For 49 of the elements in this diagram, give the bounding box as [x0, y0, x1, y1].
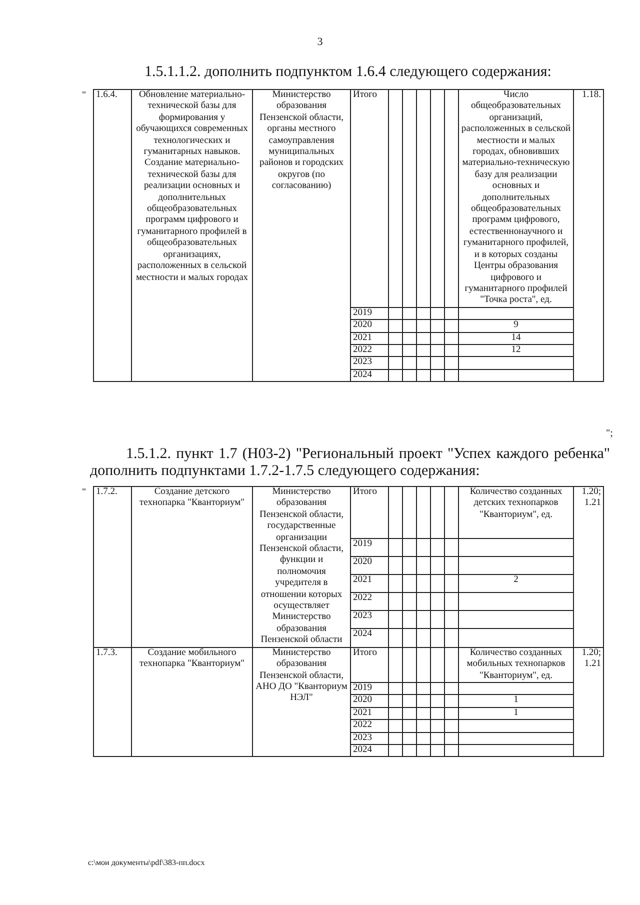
year-label: 2020	[353, 556, 372, 567]
year-label: 2021	[353, 332, 372, 343]
item-number: 1.7.3.	[96, 648, 118, 658]
item-number: 1.7.2.	[96, 487, 118, 497]
indicator-text: Количество созданных детских технопарков "Кванториум", ед.	[470, 487, 562, 520]
year-label: 2023	[353, 611, 372, 622]
year-label: 2022	[353, 720, 372, 730]
value-text: 1	[514, 708, 518, 718]
indicator-text: Количество созданных мобильных технопарков "Кванториум", ед.	[466, 648, 566, 680]
item-number: 1.6.4.	[96, 90, 118, 100]
value-text: 9	[514, 320, 518, 330]
total-label: Итого	[353, 90, 378, 100]
year-label: 2024	[353, 629, 372, 640]
reference-number: 1.18.	[582, 90, 601, 100]
total-label: Итого	[353, 648, 378, 658]
year-label: 2021	[353, 708, 372, 718]
measure-name: Создание мобильного технопарка "Кванториум"	[140, 648, 244, 670]
page-number: 3	[317, 36, 323, 48]
year-label: 2020	[353, 695, 372, 706]
section-heading: 1.5.1.2. пункт 1.7 (Н03-2) "Региональный проект "Успех каждого ребенка" дополнить подпунктами 1.7.2-1.7.5 следующего содержания:	[90, 446, 610, 479]
value-text: 2	[514, 574, 518, 585]
measure-name: Обновление материально-технической базы для формирования у обучающихся современных технологических и гуманитарных навыков. Создание материально-технической базы для реализации основных и дополнительных общеобразовательных программ цифрового и гуманитарного профилей в общеобразовательных организациях, расположенных в сельской местности и малых городах	[136, 90, 248, 282]
year-label: 2022	[353, 344, 372, 355]
quote-mark: "	[82, 90, 86, 101]
year-label: 2024	[353, 744, 372, 755]
value-text: 14	[511, 332, 521, 343]
total-label: Итого	[353, 487, 378, 497]
value-text: 1	[514, 695, 518, 706]
section-heading: 1.5.1.1.2. дополнить подпунктом 1.6.4 следующего содержания:	[144, 64, 552, 80]
year-label: 2024	[353, 370, 372, 380]
executor-text: Министерство образования Пензенской области, АНО ДО "Кванториум НЭЛ"	[256, 648, 348, 704]
year-label: 2019	[353, 538, 372, 549]
reference-number: 1.20; 1.21	[582, 487, 601, 508]
quote-mark: "	[82, 487, 86, 498]
year-label: 2021	[353, 574, 372, 585]
executor-text: Министерство образования Пензенской области, государственные организации Пензенской области, функции и полномочия учредителя в отношении которых осуществляет Министерство образования Пензенской области	[260, 487, 344, 646]
quote-mark: ";	[606, 428, 613, 439]
indicator-text: Число общеобразовательных организаций, расположенных в сельской местности и малых городах, обновивших материально-техническую базу для реализации основных и дополнительных общеобразовательных программ цифрового, естественнонаучного и гуманитарного профилей, и в которых созданы Центры образования цифрового и гуманитарного профилей "Точка роста", ед.	[461, 90, 571, 306]
value-text: 12	[511, 344, 521, 355]
year-label: 2023	[353, 357, 372, 368]
year-label: 2023	[353, 732, 372, 743]
executor-text: Министерство образования Пензенской области, органы местного самоуправления муниципальных районов и городских округов (по согласованию)	[259, 90, 344, 192]
year-label: 2022	[353, 593, 372, 604]
year-label: 2019	[353, 682, 372, 693]
reference-number: 1.20; 1.21	[582, 648, 601, 670]
year-label: 2019	[353, 308, 372, 318]
year-label: 2020	[353, 320, 372, 330]
file-path: c:\мои документы\pdf\383-пп.docx	[88, 858, 205, 867]
measure-name: Создание детского технопарка "Кванториум"	[140, 487, 244, 508]
